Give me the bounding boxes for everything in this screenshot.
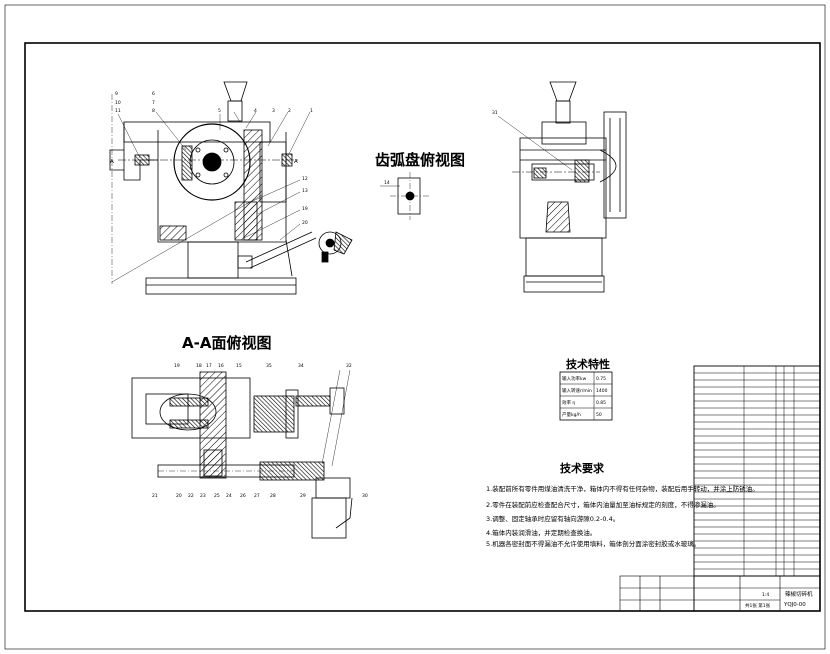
callout: 5 (218, 108, 221, 114)
section-mark-right: A (294, 159, 298, 165)
spec-value: 1400 (596, 388, 608, 394)
title-block (619, 575, 821, 612)
callout: 22 (188, 493, 194, 499)
callout: 30 (362, 493, 368, 499)
front-view-callouts: 9 10 11 6 7 8 5 4 3 2 1 12 13 19 20 A A (110, 91, 313, 226)
callout: 35 (266, 363, 272, 369)
callout: 10 (115, 100, 121, 106)
callout: 16 (218, 363, 224, 369)
outer-border (4, 4, 826, 650)
gear-view-title: 齿弧盘俯视图 (375, 151, 465, 169)
callout: 13 (302, 188, 308, 194)
callout: 14 (384, 180, 390, 186)
callout: 12 (302, 176, 308, 182)
spec-value: 0.85 (596, 400, 606, 406)
requirement-item: 5.机器各密封面不得漏油不允许使用填料，箱体剖分面涂密封胶或水玻璃。 (486, 539, 700, 548)
callout: 34 (298, 363, 304, 369)
spec-value: 50 (596, 412, 602, 418)
callout: 21 (152, 493, 158, 499)
tech-specs-table: 输入功率kw 0.75 输入转速r/min 1400 效率 η 0.85 产量k… (559, 371, 613, 421)
callout: 32 (346, 363, 352, 369)
side-view (497, 81, 627, 293)
parts-list (693, 365, 821, 577)
callout: 18 (196, 363, 202, 369)
tech-requirements-list: 1.装配前所有零件用煤油清洗干净，箱体内不得有任何杂物，装配后用手转动，并涂上防… (486, 484, 759, 548)
inner-border (24, 42, 821, 612)
callout: 20 (176, 493, 182, 499)
callout: 3 (272, 108, 275, 114)
callout: 28 (270, 493, 276, 499)
spec-label: 产量kg/h (562, 411, 581, 418)
section-mark-left: A (110, 159, 114, 165)
drawing-number: YQJ0-00 (783, 602, 806, 608)
spec-label: 效率 η (562, 399, 575, 406)
callout: 17 (206, 363, 212, 369)
drawing-sheet-count: 共1张 第1张 (745, 602, 771, 609)
callout: 15 (236, 363, 242, 369)
callout: 9 (115, 91, 118, 97)
tech-requirements-title: 技术要求 (560, 461, 605, 475)
requirement-item: 2.零件在装配前应检查配合尺寸，箱体内油量加至油标规定的刻度，不得渗漏油。 (486, 500, 720, 509)
spec-label: 输入转速r/min (562, 387, 592, 394)
drawing-scale: 1:4 (762, 592, 769, 598)
callout: 20 (302, 220, 308, 226)
callout: 19 (174, 363, 180, 369)
callout: 23 (200, 493, 206, 499)
requirement-item: 4.箱体内装润滑油，并定期检查换油。 (486, 528, 596, 537)
callout: 2 (288, 108, 291, 114)
requirement-item: 1.装配前所有零件用煤油清洗干净，箱体内不得有任何杂物，装配后用手转动，并涂上防… (486, 484, 759, 493)
section-view-callouts: 19 18 17 16 15 35 34 32 21 20 22 23 25 2… (152, 363, 368, 499)
gear-top-view (380, 172, 430, 220)
callout: 6 (152, 91, 155, 97)
section-view (131, 369, 353, 539)
callout: 27 (254, 493, 260, 499)
spec-label: 输入功率kw (562, 375, 587, 382)
front-view (109, 81, 353, 295)
callout: 29 (300, 493, 306, 499)
spec-value: 0.75 (596, 376, 606, 382)
callout: 31 (492, 110, 498, 116)
drawing-name: 辣椒切碎机 (785, 590, 813, 598)
callout: 7 (152, 100, 155, 106)
callout: 25 (214, 493, 220, 499)
callout: 1 (310, 108, 313, 114)
callout: 24 (226, 493, 232, 499)
tech-specs-title: 技术特性 (566, 357, 610, 371)
callout: 8 (152, 108, 155, 114)
requirement-item: 3.调整、固定轴承时应留有轴向游隙0.2-0.4。 (486, 514, 619, 523)
callout: 26 (240, 493, 246, 499)
callout: 19 (302, 206, 308, 212)
callout: 11 (115, 108, 121, 114)
section-view-title: A-A面俯视图 (182, 334, 271, 352)
callout: 4 (254, 108, 257, 114)
